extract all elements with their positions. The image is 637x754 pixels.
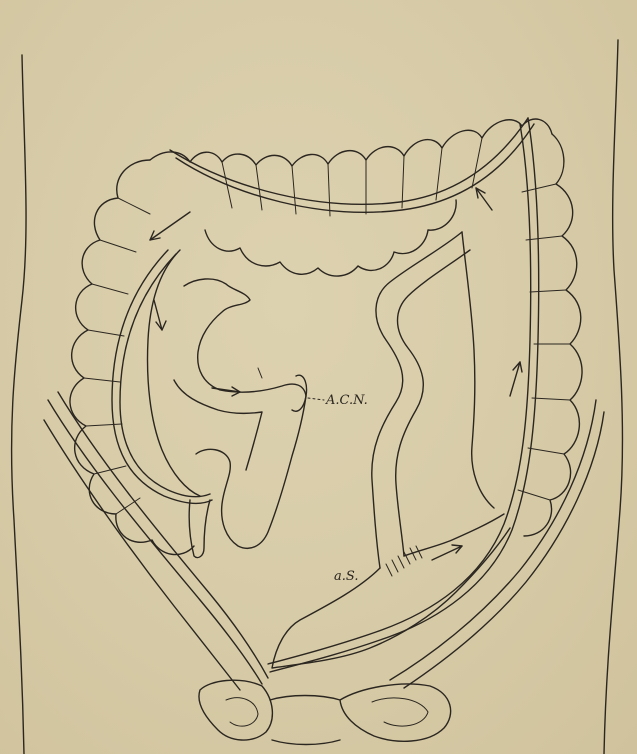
descending-colon-inner (462, 232, 494, 508)
body-outline-left (12, 55, 26, 754)
transverse-colon-outer (150, 119, 552, 166)
closed-end-stitch (258, 368, 262, 378)
rectum-body (272, 528, 510, 668)
body-outline-right (604, 40, 622, 754)
arrow-anastomosis (432, 545, 462, 560)
descending-colon-haustra (518, 184, 570, 500)
descending-colon-outer (524, 134, 582, 536)
sigmoid-loop-outer (372, 232, 462, 568)
arrow-top-right (476, 188, 492, 210)
pelvic-bone-left (199, 680, 272, 740)
pelvis-line-left-b (58, 392, 268, 678)
sigmoid-loop-inner (396, 250, 470, 556)
pelvis-line-right-b (404, 412, 604, 688)
tube-ascending-inner (120, 254, 210, 497)
pelvic-bone-left-inner (226, 698, 258, 726)
ascending-colon-outer (70, 160, 194, 555)
pelvic-bone-center (270, 696, 340, 745)
label-as: a.S. (334, 569, 358, 584)
acn-leader-line (308, 398, 324, 400)
pelvic-bone-right (340, 684, 451, 741)
arrow-upper-left (150, 212, 190, 240)
label-acn: A.C.N. (325, 393, 368, 408)
pelvis-line-left-c (44, 420, 240, 690)
tube-ascending-outer (112, 250, 212, 503)
arrow-ascending-down (154, 300, 166, 330)
arrow-descending-up (510, 362, 522, 396)
transverse-colon-lower (205, 200, 456, 276)
pelvic-bone-right-inner (372, 698, 428, 726)
ascending-colon-inner (148, 250, 200, 496)
small-bowel-inner (174, 380, 262, 470)
pelvis-line-right-a (390, 400, 596, 680)
appendix (189, 500, 210, 558)
pelvis-line-left-a (48, 400, 262, 684)
ascending-colon-haustra (84, 198, 150, 514)
